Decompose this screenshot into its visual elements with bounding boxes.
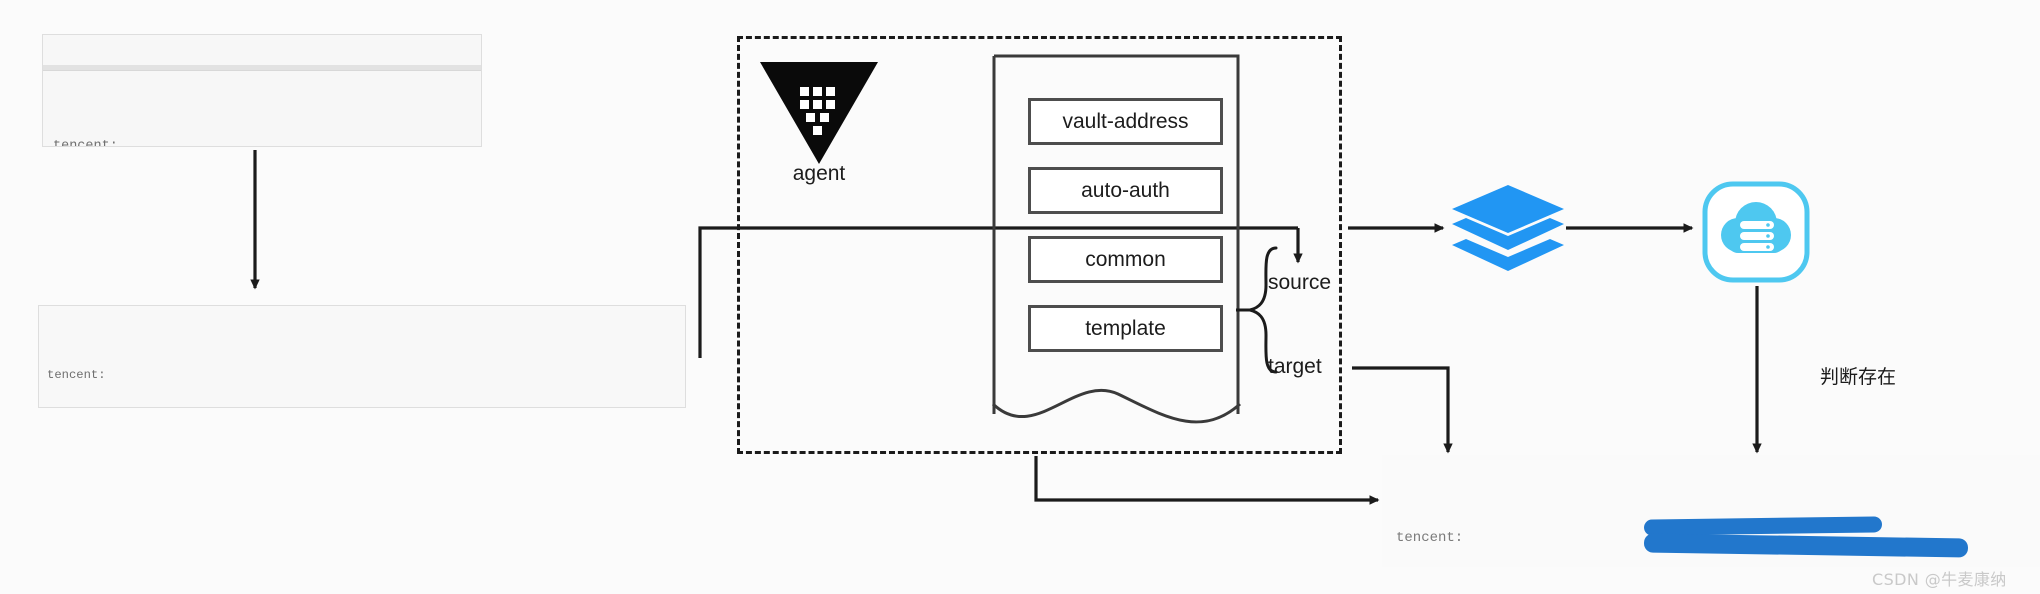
code-line: tencent: [53,139,118,147]
source-target-brace [1236,246,1278,374]
label-source: source [1268,271,1332,294]
config-item-vault-address[interactable]: vault-address [1028,98,1223,145]
config-item-template[interactable]: template [1028,305,1223,352]
source-config-code-block: tencent: accounts: - name: my-tencent-ac… [42,34,482,147]
config-item-auto-auth[interactable]: auto-auth [1028,167,1223,214]
code-line: tencent: [47,368,106,382]
code-lines: tencent: accounts: - name: my-tencent-ac… [39,334,685,407]
agent-boundary-box [737,36,1342,454]
cloud-database-icon [1702,181,1810,283]
config-item-common[interactable]: common [1028,236,1223,283]
code-lines: tencent: accounts: - name: my-tencent-ac… [1382,487,2040,567]
template-config-code-block: tencent: accounts: - name: my-tencent-ac… [38,305,686,408]
agent-config-document: vault-address auto-auth common template [990,54,1242,416]
layers-stack-icon [1452,185,1564,271]
csdn-watermark: CSDN @牛麦康纳 [1872,570,2007,589]
vault-logo-icon [760,62,878,164]
code-block-titlebar [43,65,481,71]
exists-check-label: 判断存在 [1820,366,1897,388]
code-line: tencent: [1396,530,1464,546]
code-lines: tencent: accounts: - name: my-tencent-ac… [43,101,481,147]
redaction-stroke [1643,516,1883,536]
config-doc-outline [992,54,1240,414]
label-target: target [1268,355,1322,378]
agent-label: agent [792,162,846,185]
